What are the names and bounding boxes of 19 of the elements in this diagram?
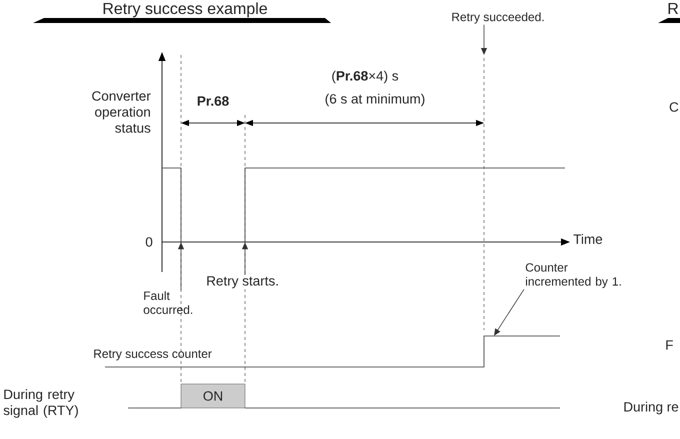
signal-label: Retry success counter [94,350,212,360]
axis-label: Time [574,234,602,244]
status-waveform [162,168,566,242]
annotation-text: Retry succeeded. [452,12,544,24]
axis-label: Converter operation status [92,91,151,133]
signal-label: During retry signal (RTY) [4,389,78,418]
pulse-box: ON [180,384,246,408]
annotation-text: Retry starts. [205,275,280,290]
signal-label: During re [624,402,678,414]
signal-label: F [666,340,673,350]
axis-label: C [670,102,678,112]
annotation-text: Counter incremented by 1. [526,263,621,288]
title: Retry success example [104,2,267,18]
dimension-label: (6 s at minimum) [326,94,424,106]
annotation-text: Fault occurred. [144,291,192,314]
dimension-label: Pr.68 [198,96,229,106]
dimension-label: (Pr.68×4) s [332,70,398,84]
axis-label: 0 [146,237,152,247]
heading-text: R [668,3,678,14]
